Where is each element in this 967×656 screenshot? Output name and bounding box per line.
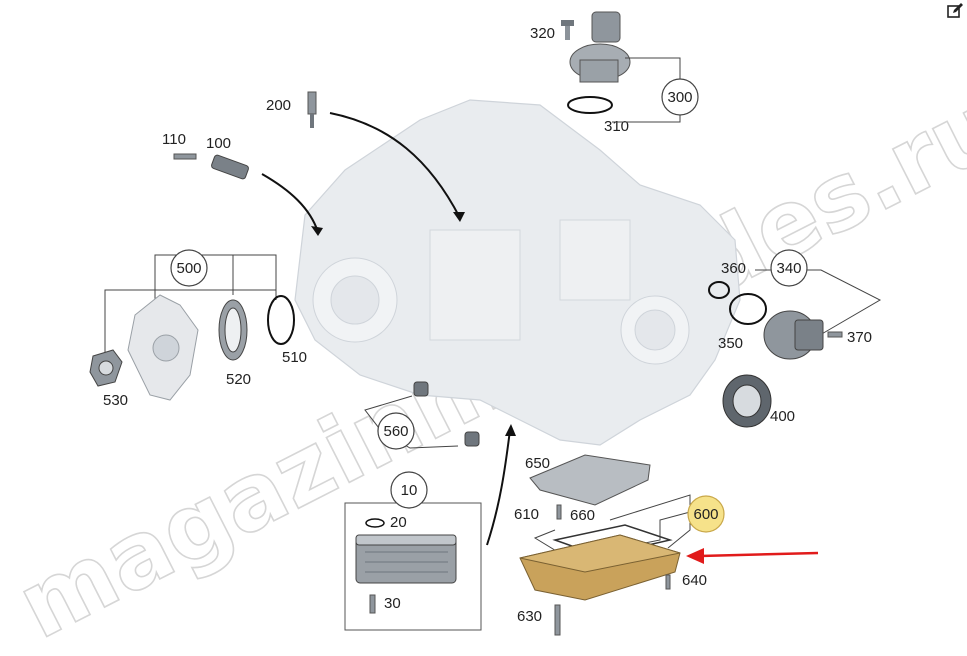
label-520: 520: [226, 371, 251, 388]
part-300-sensor[interactable]: [569, 11, 631, 83]
edit-icon[interactable]: [946, 2, 964, 20]
label-400: 400: [770, 408, 795, 425]
label-630: 630: [517, 608, 542, 625]
part-30-bolt[interactable]: [369, 594, 376, 614]
part-560-plug-a[interactable]: [413, 381, 429, 397]
group-560-text: 560: [383, 423, 408, 440]
part-560-plug-b[interactable]: [464, 431, 480, 447]
label-30: 30: [384, 595, 401, 612]
label-320: 320: [530, 25, 555, 42]
label-650: 650: [525, 455, 550, 472]
part-530-nut[interactable]: [89, 349, 123, 387]
label-310: 310: [604, 118, 629, 135]
group-300-text: 300: [667, 89, 692, 106]
label-370: 370: [847, 329, 872, 346]
part-10-oil-cooler[interactable]: [355, 534, 457, 584]
part-20-oring[interactable]: [365, 518, 385, 528]
transmission-housing: [294, 99, 741, 446]
part-350-oring[interactable]: [729, 293, 767, 325]
label-110: 110: [162, 131, 186, 148]
label-530: 530: [103, 392, 128, 409]
label-640: 640: [682, 572, 707, 589]
label-660: 660: [570, 507, 595, 524]
group-10-badge[interactable]: [390, 471, 428, 509]
group-560-badge[interactable]: [377, 412, 415, 450]
label-610: 610: [514, 506, 539, 523]
part-360-oring[interactable]: [708, 281, 730, 299]
group-300-badge[interactable]: [661, 78, 699, 116]
red-pointer-arrow: [686, 548, 819, 564]
group-10-text: 10: [401, 482, 418, 499]
part-110-bolt[interactable]: [173, 153, 197, 160]
part-510-oring[interactable]: [267, 295, 295, 345]
label-360: 360: [721, 260, 746, 277]
label-100: 100: [206, 135, 231, 152]
part-370-screw[interactable]: [827, 331, 843, 338]
group-340-badge[interactable]: [770, 249, 808, 287]
part-600-oil-pan[interactable]: [519, 534, 681, 601]
part-630-bolt[interactable]: [554, 604, 561, 636]
part-520-seal[interactable]: [218, 299, 248, 361]
part-100-sensor[interactable]: [211, 154, 250, 180]
group-600-text: 600: [693, 506, 718, 523]
part-320-screw[interactable]: [561, 20, 574, 40]
part-340-actuator[interactable]: [763, 310, 824, 360]
part-610-screw[interactable]: [556, 504, 562, 520]
part-640-screw[interactable]: [665, 574, 671, 590]
part-400-seal[interactable]: [722, 374, 772, 428]
part-650-bracket[interactable]: [529, 454, 651, 506]
group-340-text: 340: [776, 260, 801, 277]
group-500-badge[interactable]: [170, 249, 208, 287]
part-flange[interactable]: [127, 294, 199, 401]
label-200: 200: [266, 97, 291, 114]
label-510: 510: [282, 349, 307, 366]
part-310-oring[interactable]: [567, 96, 613, 114]
group-600-badge[interactable]: [687, 495, 725, 533]
part-200-sensor[interactable]: [307, 91, 317, 128]
group-500-text: 500: [176, 260, 201, 277]
label-350: 350: [718, 335, 743, 352]
label-20: 20: [390, 514, 407, 531]
